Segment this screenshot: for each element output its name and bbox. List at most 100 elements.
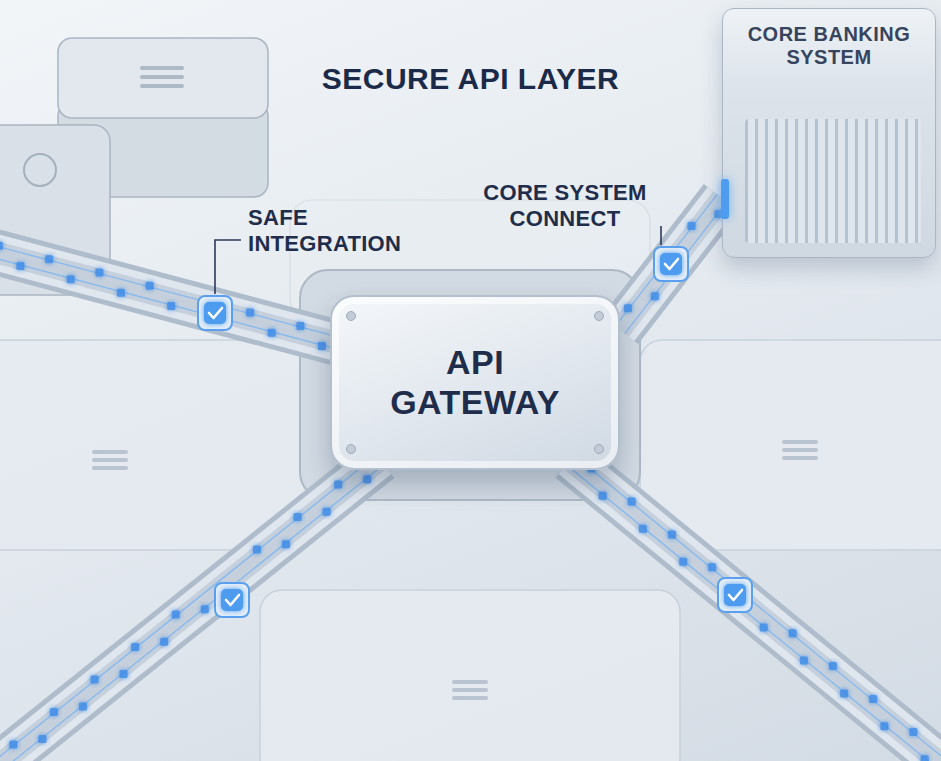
- gateway-socket: [300, 270, 640, 500]
- data-packet: [708, 563, 716, 571]
- data-stream: [0, 465, 384, 761]
- check-mark: [665, 259, 678, 269]
- data-stream: [566, 465, 941, 761]
- data-packet: [880, 722, 888, 730]
- data-stream: [574, 455, 941, 761]
- data-packet: [45, 255, 53, 263]
- check-mark: [226, 595, 239, 605]
- data-packet: [909, 728, 917, 736]
- server-icon: [140, 84, 184, 88]
- data-packet: [921, 755, 929, 761]
- node-title: CORE BANKING SYSTEM: [735, 23, 923, 69]
- data-packet: [840, 689, 848, 697]
- data-packet: [160, 638, 168, 646]
- check-badge: [718, 578, 752, 612]
- data-packet: [363, 475, 371, 483]
- data-packet: [38, 735, 46, 743]
- panel-icon: [92, 466, 128, 470]
- data-packet: [628, 497, 636, 505]
- data-packet: [789, 629, 797, 637]
- conveyor-track: [0, 248, 345, 345]
- leader-line: [660, 226, 662, 245]
- server-node: CORE BANKING SYSTEM: [722, 8, 936, 258]
- check-badge-core: [724, 584, 746, 606]
- data-stream: [0, 242, 347, 339]
- check-mark: [209, 308, 222, 318]
- conveyor-track: [0, 460, 380, 761]
- data-packet: [16, 262, 24, 270]
- conveyor-track: [570, 460, 941, 761]
- data-packet: [651, 292, 659, 300]
- data-packet: [829, 662, 837, 670]
- panel-icon: [452, 680, 488, 684]
- data-packet: [146, 282, 154, 290]
- floor-panel: [0, 340, 310, 550]
- panel-icon: [782, 456, 818, 460]
- conveyor-surface: [0, 460, 380, 761]
- data-packet: [323, 508, 331, 516]
- conveyor-band: [0, 248, 345, 345]
- conveyor-track: [620, 198, 722, 330]
- conveyor-surface: [570, 460, 941, 761]
- data-packet: [117, 289, 125, 297]
- check-mark: [729, 590, 742, 600]
- node-title: API GATEWAY: [370, 343, 580, 421]
- check-badge: [215, 583, 249, 617]
- data-stream: [0, 254, 343, 351]
- server-vents: [745, 119, 921, 243]
- server-icon: [140, 75, 184, 79]
- check-badge-core: [660, 253, 682, 275]
- data-packet: [282, 540, 290, 548]
- data-packet: [760, 624, 768, 632]
- data-packet: [67, 275, 75, 283]
- data-packet: [131, 643, 139, 651]
- data-packet: [246, 309, 254, 317]
- gateway-box: API GATEWAY: [330, 295, 620, 470]
- screw: [346, 444, 356, 454]
- callout-label: SAFE INTEGRATION: [248, 205, 448, 257]
- connector: [620, 198, 722, 330]
- floor-panel: [640, 340, 941, 550]
- data-stream: [625, 202, 727, 334]
- data-packet: [167, 302, 175, 310]
- panel-icon: [92, 458, 128, 462]
- callout-label: CORE SYSTEM CONNECT: [470, 180, 660, 232]
- check-badge-core: [204, 302, 226, 324]
- data-packet: [800, 656, 808, 664]
- data-packet: [172, 610, 180, 618]
- data-packet: [95, 268, 103, 276]
- conveyor-band: [570, 460, 941, 761]
- data-packet: [9, 740, 17, 748]
- data-packet: [253, 545, 261, 553]
- conveyor-band: [0, 460, 380, 761]
- data-stream: [615, 194, 717, 326]
- floor-panel: [260, 590, 680, 761]
- conveyor-surface: [620, 198, 722, 330]
- data-stream: [0, 455, 376, 761]
- check-badge: [654, 247, 688, 281]
- conveyor-surface: [0, 248, 345, 345]
- screw: [594, 311, 604, 321]
- panel-icon: [92, 450, 128, 454]
- data-packet: [679, 558, 687, 566]
- panel-icon: [452, 688, 488, 692]
- panel-icon: [452, 696, 488, 700]
- data-packet: [334, 481, 342, 489]
- data-packet: [79, 703, 87, 711]
- panel-icon: [782, 448, 818, 452]
- check-badge-core: [221, 589, 243, 611]
- data-packet: [318, 342, 326, 350]
- data-packet: [91, 675, 99, 683]
- screw: [594, 444, 604, 454]
- data-packet: [0, 242, 3, 250]
- server-icon: [140, 66, 184, 70]
- screw: [346, 311, 356, 321]
- data-packet: [624, 304, 632, 312]
- data-packet: [869, 695, 877, 703]
- data-packet: [639, 525, 647, 533]
- panel-icon: [782, 440, 818, 444]
- server-box: [58, 38, 268, 118]
- data-packet: [120, 670, 128, 678]
- device-icon: [24, 154, 56, 186]
